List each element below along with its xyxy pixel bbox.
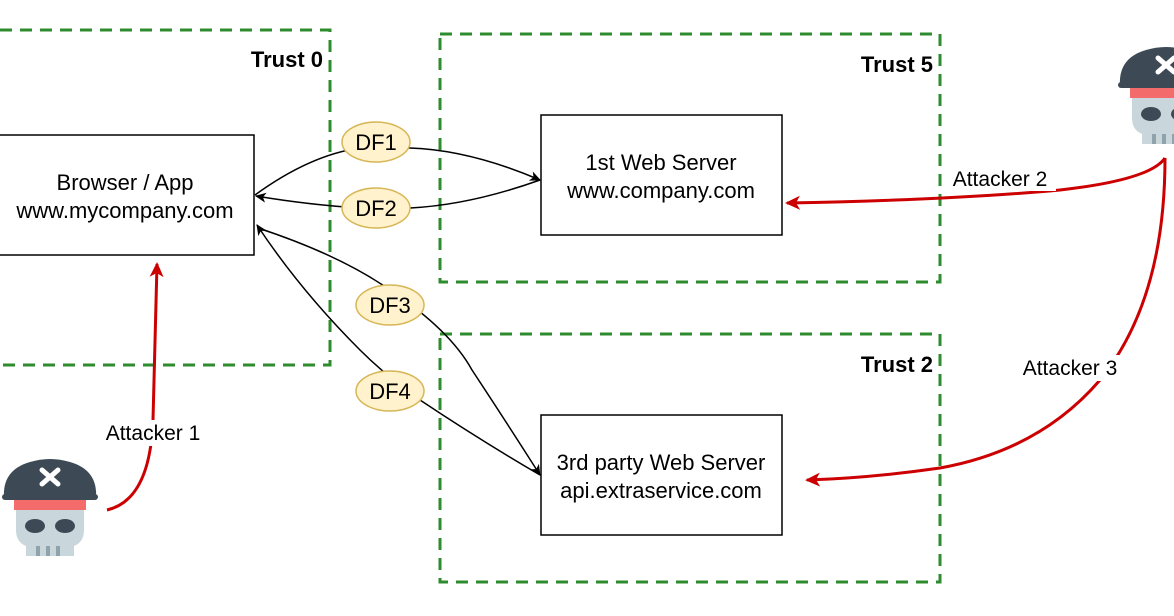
zone-trust0-label: Trust 0 — [251, 47, 323, 72]
browser-node-url: www.mycompany.com — [15, 198, 233, 223]
attacker1-arrow — [106, 262, 164, 512]
server1-node-url: www.company.com — [566, 178, 755, 203]
df2-label: DF2 — [355, 196, 397, 221]
df4-badge[interactable] — [355, 370, 425, 412]
attacker3-arrow — [805, 157, 1167, 487]
server3-node-url: api.extraservice.com — [560, 478, 762, 503]
attacker1-label: Attacker 1 — [106, 422, 201, 445]
attacker2-label: Attacker 2 — [953, 168, 1048, 191]
browser-node[interactable] — [0, 134, 255, 256]
df3-label: DF3 — [369, 293, 411, 318]
attacker3-label: Attacker 3 — [1023, 357, 1118, 380]
df1-badge[interactable] — [341, 121, 411, 163]
pirate-skull-icon — [1118, 47, 1174, 144]
df1-label: DF1 — [355, 130, 397, 155]
df2-badge[interactable] — [341, 187, 411, 229]
df3-arrow — [257, 227, 541, 476]
df1-arrow — [254, 147, 541, 196]
server1-node-title: 1st Web Server — [585, 150, 736, 175]
browser-node-title: Browser / App — [57, 170, 194, 195]
zone-trust5-border — [438, 32, 942, 284]
attacker2-arrow — [785, 157, 1167, 210]
zone-trust2-border — [438, 332, 942, 584]
df4-label: DF4 — [369, 379, 411, 404]
zone-trust2-label: Trust 2 — [861, 352, 933, 377]
pirate-skull-icon — [2, 459, 98, 556]
server3-node[interactable] — [540, 414, 783, 536]
df3-badge[interactable] — [355, 284, 425, 326]
server1-node[interactable] — [540, 114, 783, 236]
zone-trust5-label: Trust 5 — [861, 52, 933, 77]
server3-node-title: 3rd party Web Server — [557, 450, 766, 475]
df4-arrow — [256, 224, 541, 476]
